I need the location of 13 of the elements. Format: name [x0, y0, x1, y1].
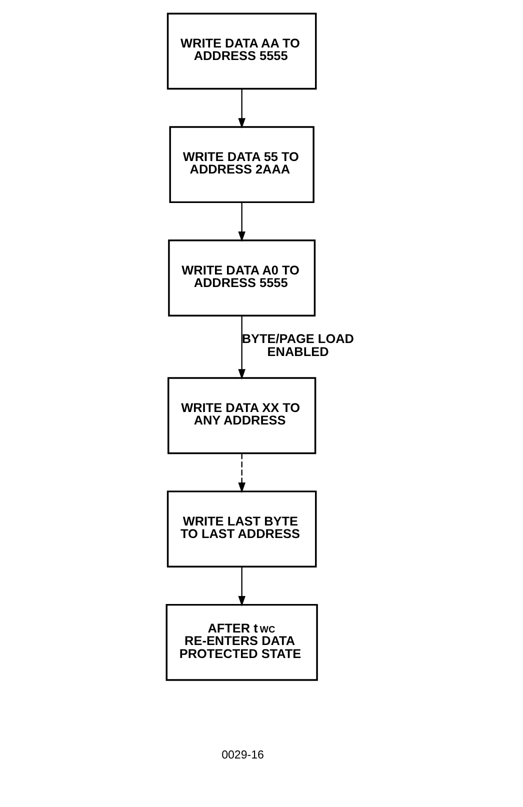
arrow [238, 89, 246, 129]
label: 0029-16 [222, 750, 264, 762]
arrow [238, 316, 246, 380]
edge-label: BYTE/PAGE LOAD ENABLED [242, 331, 354, 359]
node-box: WRITE DATA XX TO ANY ADDRESS [168, 377, 316, 454]
node-box: WRITE DATA AA TO ADDRESS 5555 [166, 12, 317, 90]
node-box: AFTER tWC RE-ENTERS DATA PROTECTED STATE [166, 604, 318, 681]
node-box: WRITE DATA A0 TO ADDRESS 5555 [168, 240, 316, 316]
node-box: WRITE DATA 55 TO ADDRESS 2AAA [169, 126, 314, 204]
node-box: WRITE LAST BYTE TO LAST ADDRESS [166, 490, 317, 568]
arrow [238, 453, 246, 493]
arrow [238, 202, 246, 242]
arrow [238, 566, 246, 606]
